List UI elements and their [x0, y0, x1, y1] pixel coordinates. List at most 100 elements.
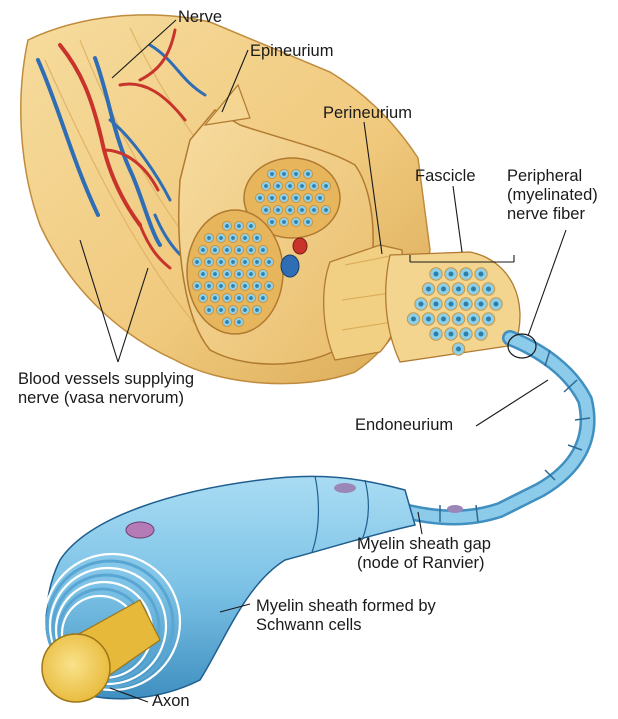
label-peripheral-line-3: nerve fiber — [507, 205, 598, 224]
axon-dot — [225, 248, 229, 252]
artery-cross-section — [293, 238, 307, 254]
axon-dot — [449, 272, 454, 277]
axon-dot — [276, 208, 280, 212]
axon-dot — [213, 296, 217, 300]
axon-dot — [219, 284, 223, 288]
axon-dot — [306, 196, 310, 200]
axon-dot — [464, 302, 469, 307]
axon-dot — [479, 332, 484, 337]
axon-dot — [231, 236, 235, 240]
axon-dot — [267, 260, 271, 264]
axon-dot — [201, 272, 205, 276]
axon-dot — [276, 184, 280, 188]
axon-dot — [231, 308, 235, 312]
axon-dot — [207, 308, 211, 312]
axon-dot — [225, 296, 229, 300]
axon-dot — [312, 208, 316, 212]
axon-dot — [426, 287, 431, 292]
axon-dot — [249, 272, 253, 276]
label-nerve: Nerve — [178, 8, 222, 27]
axon-dot — [255, 284, 259, 288]
axon-dot — [479, 272, 484, 277]
axon-dot — [419, 302, 424, 307]
axon-dot — [249, 296, 253, 300]
axon-dot — [207, 260, 211, 264]
axon-dot — [449, 302, 454, 307]
label-blood-vessels-line-1: Blood vessels supplying — [18, 370, 194, 389]
axon-dot — [282, 220, 286, 224]
axon-dot — [231, 260, 235, 264]
axon-dot — [318, 196, 322, 200]
schwann-nucleus-3 — [447, 505, 463, 513]
axon-dot — [207, 236, 211, 240]
label-endoneurium: Endoneurium — [355, 416, 453, 435]
axon-dot — [219, 308, 223, 312]
label-node-of-ranvier: Myelin sheath gap (node of Ranvier) — [357, 535, 491, 573]
label-node-line-2: (node of Ranvier) — [357, 554, 491, 573]
axon-dot — [231, 284, 235, 288]
label-blood-vessels: Blood vessels supplying nerve (vasa nerv… — [18, 370, 194, 408]
axon-dot — [237, 272, 241, 276]
label-fascicle: Fascicle — [415, 167, 476, 186]
axon-dot — [456, 287, 461, 292]
axon-dot — [456, 317, 461, 322]
axon-dot — [237, 296, 241, 300]
axon-dot — [294, 220, 298, 224]
axon-dot — [494, 302, 499, 307]
axon-dot — [207, 284, 211, 288]
axon-dot — [225, 320, 229, 324]
label-myelin-line-2: Schwann cells — [256, 616, 436, 635]
label-epineurium: Epineurium — [250, 42, 333, 61]
axon-dot — [324, 184, 328, 188]
axon-dot — [288, 184, 292, 188]
axon-dot — [324, 208, 328, 212]
axon-dot — [270, 196, 274, 200]
axon-dot — [282, 196, 286, 200]
axon-dot — [306, 172, 310, 176]
axon-dot — [441, 317, 446, 322]
axon-dot — [237, 248, 241, 252]
axon-cut-end — [42, 634, 110, 702]
axon-dot — [213, 272, 217, 276]
axon-dot — [456, 347, 461, 352]
axon-dot — [195, 260, 199, 264]
label-myelin-sheath: Myelin sheath formed by Schwann cells — [256, 597, 436, 635]
axon-dot — [294, 196, 298, 200]
axon-dot — [243, 236, 247, 240]
axon-dot — [270, 220, 274, 224]
axon-dot — [426, 317, 431, 322]
schwann-nucleus-2 — [334, 483, 356, 493]
label-node-line-1: Myelin sheath gap — [357, 535, 491, 554]
axon-dot — [237, 320, 241, 324]
axon-dot — [195, 284, 199, 288]
axon-dot — [464, 272, 469, 277]
axon-dot — [312, 184, 316, 188]
axon-dot — [243, 308, 247, 312]
axon-dot — [449, 332, 454, 337]
axon-dot — [213, 248, 217, 252]
axon-dot — [441, 287, 446, 292]
axon-dot — [258, 196, 262, 200]
axon-dot — [270, 172, 274, 176]
label-myelin-line-1: Myelin sheath formed by — [256, 597, 436, 616]
axon-dot — [243, 260, 247, 264]
axon-dot — [411, 317, 416, 322]
axon-dot — [464, 332, 469, 337]
axon-dot — [219, 260, 223, 264]
axon-dot — [225, 224, 229, 228]
label-peripheral-nerve-fiber: Peripheral (myelinated) nerve fiber — [507, 167, 598, 224]
axon-dot — [300, 208, 304, 212]
axon-dot — [201, 248, 205, 252]
axon-dot — [261, 296, 265, 300]
axon-dot — [237, 224, 241, 228]
axon-dot — [219, 236, 223, 240]
axon-dot — [261, 272, 265, 276]
axon-dot — [434, 272, 439, 277]
label-peripheral-line-2: (myelinated) — [507, 186, 598, 205]
axon-dot — [255, 308, 259, 312]
label-axon: Axon — [152, 692, 190, 711]
axon-dot — [264, 184, 268, 188]
axon-dot — [294, 172, 298, 176]
label-perineurium: Perineurium — [323, 104, 412, 123]
label-peripheral-line-1: Peripheral — [507, 167, 598, 186]
